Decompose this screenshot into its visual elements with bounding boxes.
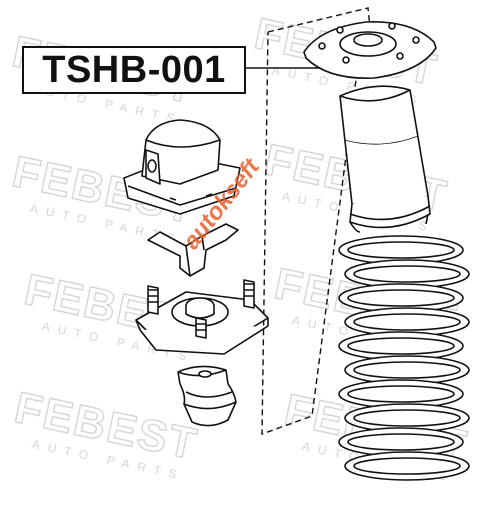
bracket-plate bbox=[147, 223, 239, 277]
spring-coil-inner bbox=[353, 361, 461, 379]
strut-mount-cap bbox=[123, 119, 241, 215]
bump-stop bbox=[177, 365, 237, 427]
dust-boot bbox=[339, 85, 431, 233]
spring-coil-inner bbox=[353, 265, 461, 283]
spring-coil-inner bbox=[353, 457, 461, 475]
spring-coil-inner bbox=[347, 289, 455, 307]
coil-spring bbox=[338, 235, 470, 481]
spring-coil bbox=[344, 451, 470, 481]
part-code-label: TSHB-001 bbox=[22, 46, 246, 94]
strut-mount-with-studs bbox=[135, 279, 269, 355]
spring-seat bbox=[303, 21, 437, 79]
part-code-text: TSHB-001 bbox=[42, 49, 226, 91]
spring-coil-inner bbox=[353, 313, 461, 331]
spring-coil-inner bbox=[347, 433, 455, 451]
spring-coil-inner bbox=[347, 385, 455, 403]
spring-coil-inner bbox=[347, 241, 455, 259]
spring-coil-inner bbox=[347, 337, 455, 355]
spring-coil-inner bbox=[353, 409, 461, 427]
